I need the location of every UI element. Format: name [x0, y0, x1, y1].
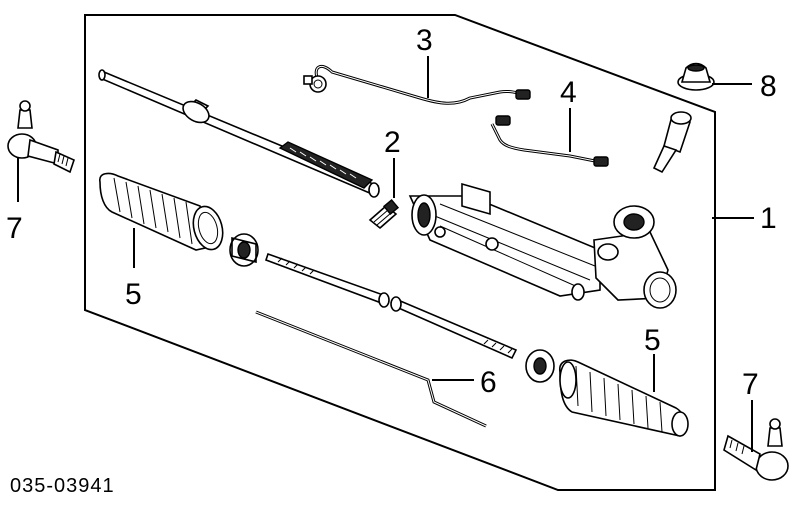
part-8-grommet: [677, 62, 715, 91]
callout-4: 4: [560, 76, 577, 109]
callout-5-right: 5: [644, 324, 661, 357]
part-5-boot-left: [99, 172, 224, 251]
catalog-number: 035-03941: [10, 475, 115, 497]
assembly-boundary: [84, 14, 716, 491]
callout-3: 3: [416, 24, 433, 57]
callout-2: 2: [384, 126, 401, 159]
inner-tie-rod-left: [264, 252, 390, 308]
callout-7-right: 7: [742, 368, 759, 401]
part-7-tie-rod-end-right: [723, 418, 789, 481]
part-1-rack-housing: [408, 182, 677, 309]
part-7-tie-rod-end-left: [7, 100, 75, 174]
inner-tie-rod-joint-right: [525, 349, 555, 383]
callout-7-left: 7: [6, 212, 23, 245]
callout-6: 6: [480, 366, 497, 399]
callout-1: 1: [760, 202, 777, 235]
part-5-boot-right: [559, 359, 689, 437]
inner-tie-rod-right: [390, 296, 518, 360]
part-2-fitting: [368, 198, 400, 230]
pinion-shaft: [652, 111, 692, 174]
rack-bar: [98, 69, 380, 198]
part-4-return-pipe: [490, 115, 609, 167]
inner-tie-rod-joint-left: [229, 233, 259, 267]
callout-8: 8: [760, 70, 777, 103]
part-6-rod: [255, 310, 487, 428]
leader-lines: [17, 56, 754, 452]
callout-5-left: 5: [125, 278, 142, 311]
part-3-feed-pipe: [303, 64, 531, 105]
